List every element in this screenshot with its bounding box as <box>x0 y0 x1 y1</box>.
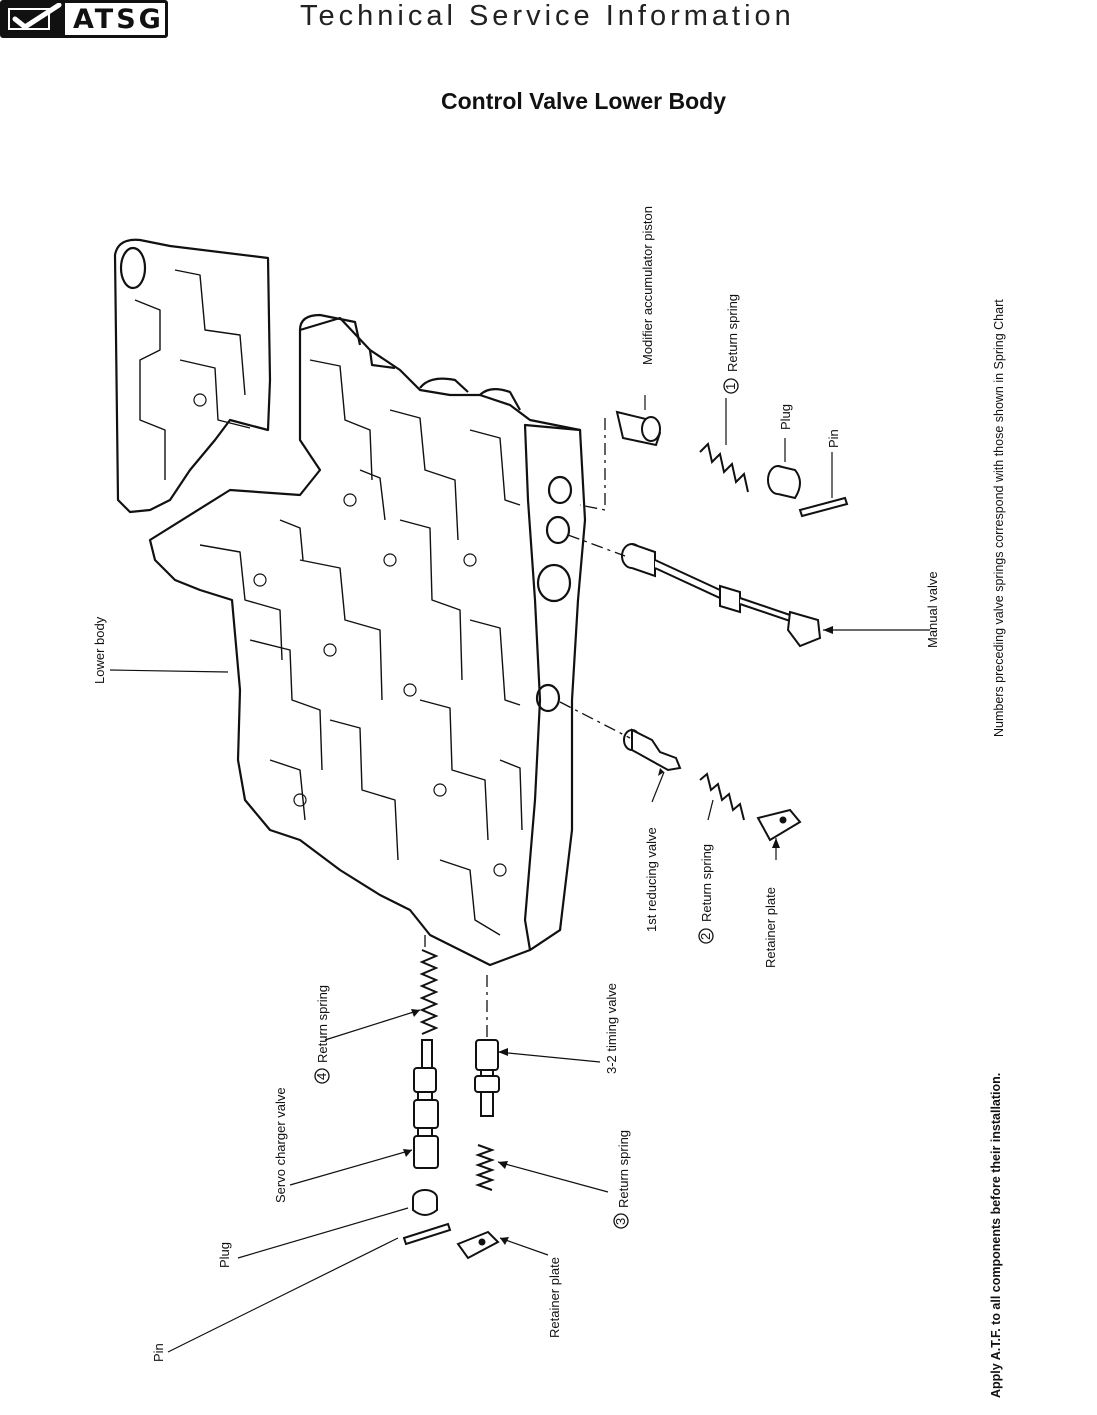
lower-body-drawing <box>113 238 587 967</box>
label-manual-valve: Manual valve <box>925 571 940 648</box>
label-return-spring-2: Return spring <box>699 844 714 922</box>
callout-2-circle <box>698 928 714 944</box>
label-return-spring-3: Return spring <box>616 1130 631 1208</box>
pin-right-part <box>798 496 849 518</box>
callout-3-number: 3 <box>613 1218 628 1225</box>
return-spring-1-part <box>699 442 749 493</box>
label-return-spring-1: Return spring <box>725 294 740 372</box>
timing-valve-3-2-part <box>474 1039 500 1117</box>
label-servo-charger-valve: Servo charger valve <box>273 1087 288 1203</box>
atsg-logo: ATSG <box>0 0 168 38</box>
callout-1-circle <box>723 378 739 394</box>
retainer-plate-right-part <box>756 808 802 842</box>
leader-lines <box>109 395 930 1353</box>
label-retainer-plate-right: Retainer plate <box>763 887 778 968</box>
leader-arrowheads <box>403 626 833 1245</box>
atf-note: Apply A.T.F. to all components before th… <box>989 1073 1003 1398</box>
label-return-spring-4: Return spring <box>315 985 330 1063</box>
servo-charger-valve-part <box>413 1039 439 1169</box>
label-3-2-timing-valve: 3-2 timing valve <box>604 983 619 1074</box>
label-modifier-accumulator-piston: Modifier accumulator piston <box>640 206 655 365</box>
callout-circles <box>314 378 739 1229</box>
modifier-accumulator-piston-part <box>615 410 662 447</box>
diagram-title: Control Valve Lower Body <box>441 88 726 114</box>
plug-left-part <box>412 1189 438 1216</box>
retainer-plate-left-part <box>456 1230 500 1260</box>
label-plug-right: Plug <box>778 404 793 430</box>
label-pin-left: Pin <box>151 1343 166 1362</box>
pin-left-part <box>402 1222 452 1246</box>
return-spring-3-part <box>475 1144 495 1191</box>
assembly-center-lines <box>424 418 631 1038</box>
callout-2-number: 2 <box>698 933 713 940</box>
label-lower-body: Lower body <box>92 616 107 684</box>
label-pin-right: Pin <box>826 429 841 448</box>
label-retainer-plate-left: Retainer plate <box>547 1257 562 1338</box>
callout-4-circle <box>314 1068 330 1084</box>
springs-note: Numbers preceding valve springs correspo… <box>992 299 1006 737</box>
return-spring-2-part <box>699 772 745 821</box>
label-first-reducing-valve: 1st reducing valve <box>644 827 659 932</box>
logo-text: ATSG <box>73 3 164 35</box>
plug-right-part <box>767 465 801 500</box>
callout-3-circle <box>613 1213 629 1229</box>
checkmark-icon <box>3 3 65 35</box>
label-plug-left: Plug <box>217 1242 232 1268</box>
callout-1-number: 1 <box>723 383 738 390</box>
manual-valve-part <box>621 543 822 648</box>
page-title: Technical Service Information <box>300 0 795 32</box>
callout-4-number: 4 <box>314 1073 329 1080</box>
first-reducing-valve-part <box>623 728 682 772</box>
return-spring-4-part <box>419 949 439 1035</box>
